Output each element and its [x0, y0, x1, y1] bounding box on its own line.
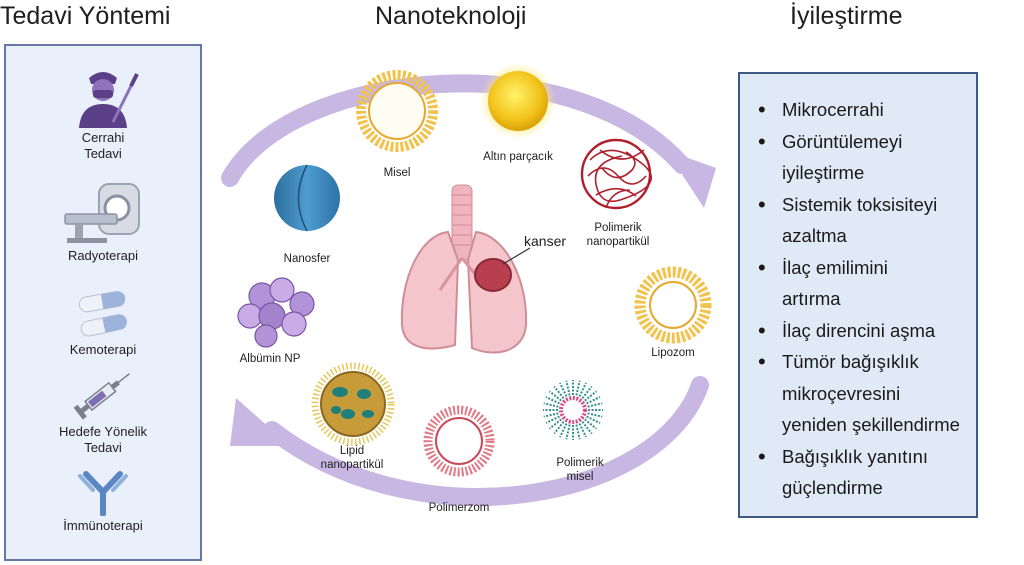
polymeric-nanoparticle [580, 138, 652, 210]
treatment-label: Radyoterapi [67, 248, 139, 263]
gold-particle [480, 63, 556, 139]
treatment-label: Kemoterapi [69, 342, 137, 357]
micelle-chain [587, 412, 603, 418]
lungs-illustration [400, 184, 531, 354]
particle-label: Misel [384, 167, 411, 179]
micelle-chain [565, 380, 571, 396]
micelle-chain [553, 421, 565, 435]
treatment-label: Tedavi [84, 440, 122, 455]
antibody-icon [78, 471, 128, 516]
list-item: İlaç direncini aşma [758, 315, 1008, 347]
particle-label: Polimerik [556, 457, 604, 469]
treatment-label: İmmünoterapi [63, 518, 143, 533]
cycle-arrowhead-top [666, 150, 716, 208]
micelle-chain [543, 402, 559, 408]
polymersome-particle [423, 405, 495, 477]
tumor [474, 258, 512, 292]
list-item: Mikrocerrahi [758, 94, 1008, 126]
micelle-chain [553, 385, 565, 399]
syringe-icon [73, 373, 130, 420]
capsule-icon [78, 290, 128, 337]
particle-label: Altın parçacık [483, 151, 553, 163]
lipid-nanoparticle [311, 362, 395, 446]
micelle-chain [545, 415, 560, 424]
treatment-label: Tedavi [84, 146, 122, 161]
micelle-chain [548, 390, 562, 402]
treatment-label: Hedefe Yönelik [59, 424, 147, 439]
micelle-chain [545, 396, 560, 405]
micelle-chain [575, 380, 581, 396]
micelle-chain [559, 423, 568, 438]
liposome-particle [634, 266, 712, 344]
left-heading: Tedavi Yöntemi [0, 2, 171, 30]
cycle-arrowhead-bottom [230, 398, 290, 446]
particle-label: Polimerzom [429, 502, 490, 514]
surgeon-icon [79, 72, 139, 128]
nanosphere-particle [274, 164, 340, 232]
micelle-particle [356, 70, 438, 152]
particle-label: Lipozom [651, 347, 694, 359]
cancer-label: kanser [524, 233, 566, 249]
particle-label: Lipid [340, 445, 364, 457]
treatment-label: Cerrahi [81, 130, 125, 145]
particle-label: Polimerik [594, 222, 642, 234]
center-heading: Nanoteknoloji [375, 2, 527, 30]
micelle-chain [586, 396, 601, 405]
micelle-chain [548, 418, 562, 430]
micelle-chain [584, 390, 598, 402]
treatment-chemotherapy: Kemoterapi [6, 288, 200, 358]
albumin-nanoparticle [237, 277, 315, 348]
particle-label: nanopartikül [587, 236, 650, 248]
ct-scanner-icon [64, 183, 140, 243]
micelle-chain [578, 423, 587, 438]
micelle-chain [587, 402, 603, 408]
right-heading: İyileştirme [790, 2, 903, 30]
particle-label: Albümin NP [240, 353, 301, 365]
treatment-radiotherapy: Radyoterapi [6, 180, 200, 264]
micelle-chain [581, 385, 593, 399]
micelle-chain [578, 382, 587, 397]
micelle-chain [581, 421, 593, 435]
polymeric-micelle-particle [543, 380, 603, 440]
cycle-arrow-top [221, 74, 691, 187]
cycle-arrow-bottom [263, 376, 709, 506]
micelle-chain [565, 424, 571, 440]
treatment-immunotherapy: İmmünoterapi [6, 468, 200, 534]
particle-label: Nanosfer [284, 253, 331, 265]
micelle-chain [559, 382, 568, 397]
micelle-chain [584, 418, 598, 430]
micelle-chain [543, 412, 559, 418]
particle-label: misel [567, 471, 594, 483]
micelle-chain [575, 424, 581, 440]
micelle-chain [586, 415, 601, 424]
particle-label: nanopartikül [321, 459, 384, 471]
